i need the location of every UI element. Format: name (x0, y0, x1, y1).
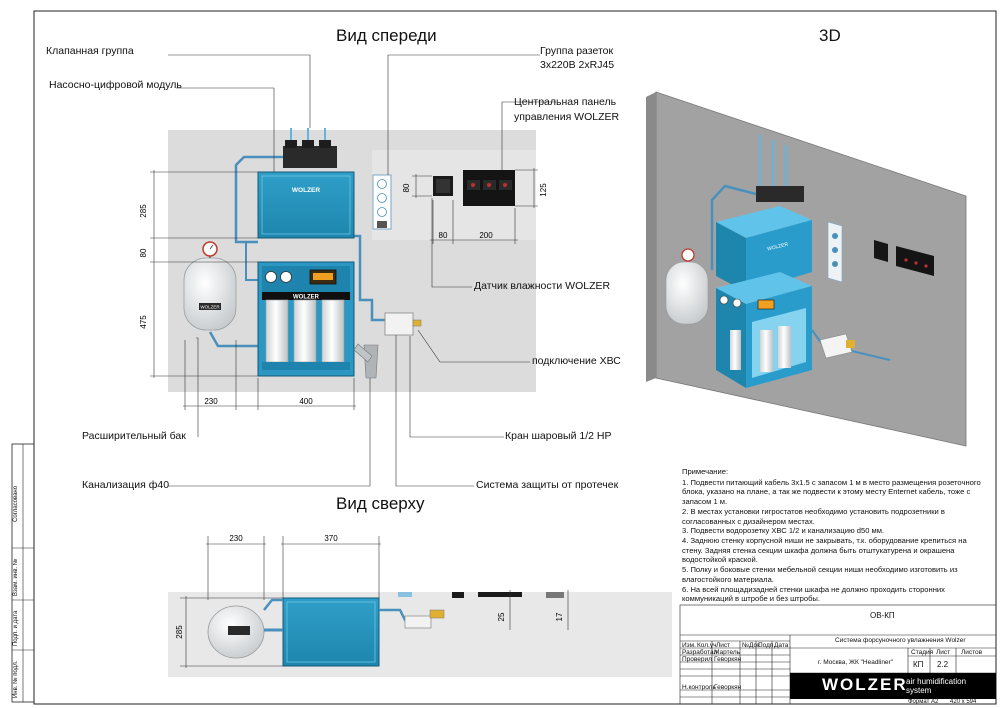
notes-heading: Примечание: (682, 467, 729, 476)
tb-col-podp: Подп. (758, 642, 776, 649)
tb-tagline-1: air humidification (906, 677, 967, 686)
tb-stage-header: Стадия (911, 649, 934, 656)
dim-front-125: 125 (539, 183, 548, 197)
label-valve-group: Клапанная группа (46, 45, 134, 57)
note-item: 6. На всей площадизадней стенки шкафа не… (682, 584, 945, 604)
tb-stage-value: КП (913, 660, 924, 669)
pump-module-brand: WOLZER (292, 187, 320, 194)
label-panel-2: управления WOLZER (514, 111, 620, 123)
iso-view-title: 3D (819, 26, 841, 45)
note-item: 2. В местах установки гигростатов необхо… (682, 506, 945, 526)
dim-front-475: 475 (139, 315, 148, 329)
note-item: 1. Подвести питающий кабель 3х1.5 с запа… (682, 477, 981, 507)
tb-col-data: Дата (774, 642, 789, 649)
front-view: WOLZER WOLZER WOLZER (139, 54, 556, 487)
tb-format: Формат А2 (908, 699, 939, 705)
label-sewer: Канализация ф40 (82, 479, 170, 491)
side-stamp-signature: Подп. и дата (13, 610, 19, 646)
tb-system: Система форсуночного увлажнения Wolzer (835, 637, 966, 644)
label-socket-group-1: Группа разеток (540, 45, 614, 57)
dim-front-230: 230 (204, 397, 218, 406)
notes-block: Примечание: 1. Подвести питающий кабель … (682, 467, 987, 604)
label-socket-group-2: 3х220В 2хRJ45 (540, 59, 615, 71)
label-ball-valve: Кран шаровый 1/2 НР (505, 430, 612, 442)
tb-role-checker: Проверил (682, 656, 712, 663)
tb-col-list: Лист (716, 642, 731, 649)
side-stamp-inventory: Инв. № подл. (13, 660, 19, 698)
dim-front-sensor-h: 80 (402, 183, 411, 192)
tb-sheet-header: Лист (936, 649, 951, 656)
label-pump-module: Насосно-цифровой модуль (49, 79, 182, 91)
dim-top-285: 285 (175, 625, 184, 639)
tb-name-developer: Мартель (714, 649, 741, 656)
label-expansion-tank: Расширительный бак (82, 430, 186, 442)
label-cold-water: подключение ХВС (532, 355, 621, 367)
tb-col-doc: №Док. (742, 642, 762, 649)
tb-code: ОВ-КП (870, 611, 895, 620)
tank-brand: WOLZER (200, 305, 220, 310)
tb-sheet-value: 2.2 (937, 660, 949, 669)
dim-top-370: 370 (324, 534, 338, 543)
filter-module-brand: WOLZER (293, 295, 320, 301)
tb-role-control: Н.контроль (682, 684, 716, 691)
label-leak-protection: Система защиты от протечек (476, 479, 619, 491)
tb-address: г. Москва, ЖК "Headliner" (818, 659, 894, 666)
tb-name-control: Геворкян (714, 684, 742, 691)
dim-front-200: 200 (479, 231, 493, 240)
dim-top-17: 17 (555, 612, 564, 621)
tb-col-kol: Кол.уч (697, 642, 717, 649)
note-item: 5. Полку и боковые стенки мебельной секц… (682, 565, 958, 584)
dim-front-285: 285 (139, 204, 148, 218)
note-item: 4. Заднюю стенку корпусной ниши не закры… (682, 536, 967, 565)
dim-front-80: 80 (139, 248, 148, 257)
label-panel-1: Центральная панель (514, 96, 617, 108)
tb-role-developer: Разработал (682, 649, 718, 656)
front-view-title: Вид спереди (336, 26, 437, 45)
tb-col-izm: Изм. (682, 642, 696, 649)
side-stamp-agreed: Согласовано (13, 485, 19, 522)
dim-top-230: 230 (229, 534, 243, 543)
note-item: 3. Подвести водорозетку ХВС 1/2 и канали… (682, 526, 885, 536)
iso-view: WOLZER (646, 91, 967, 447)
dim-top-25: 25 (497, 612, 506, 621)
side-stamp-replaced: Взам. инв. № (13, 558, 19, 596)
iso-pump-brand: WOLZER (767, 241, 790, 252)
title-logo-bar (790, 673, 996, 699)
top-view-title: Вид сверху (336, 494, 425, 513)
tb-logo: WOLZER (822, 675, 908, 694)
tb-tagline-2: system (906, 686, 932, 695)
top-view: 230 370 285 25 17 (168, 534, 672, 677)
tb-name-checker: Геворкян (714, 656, 742, 663)
dim-front-400: 400 (299, 397, 313, 406)
label-humidity-sensor: Датчик влажности WOLZER (474, 280, 611, 292)
dim-front-sensor-w: 80 (439, 231, 448, 240)
tb-sheets-header: Листов (961, 649, 983, 656)
tb-paper-size: 420 x 594 (950, 699, 977, 705)
